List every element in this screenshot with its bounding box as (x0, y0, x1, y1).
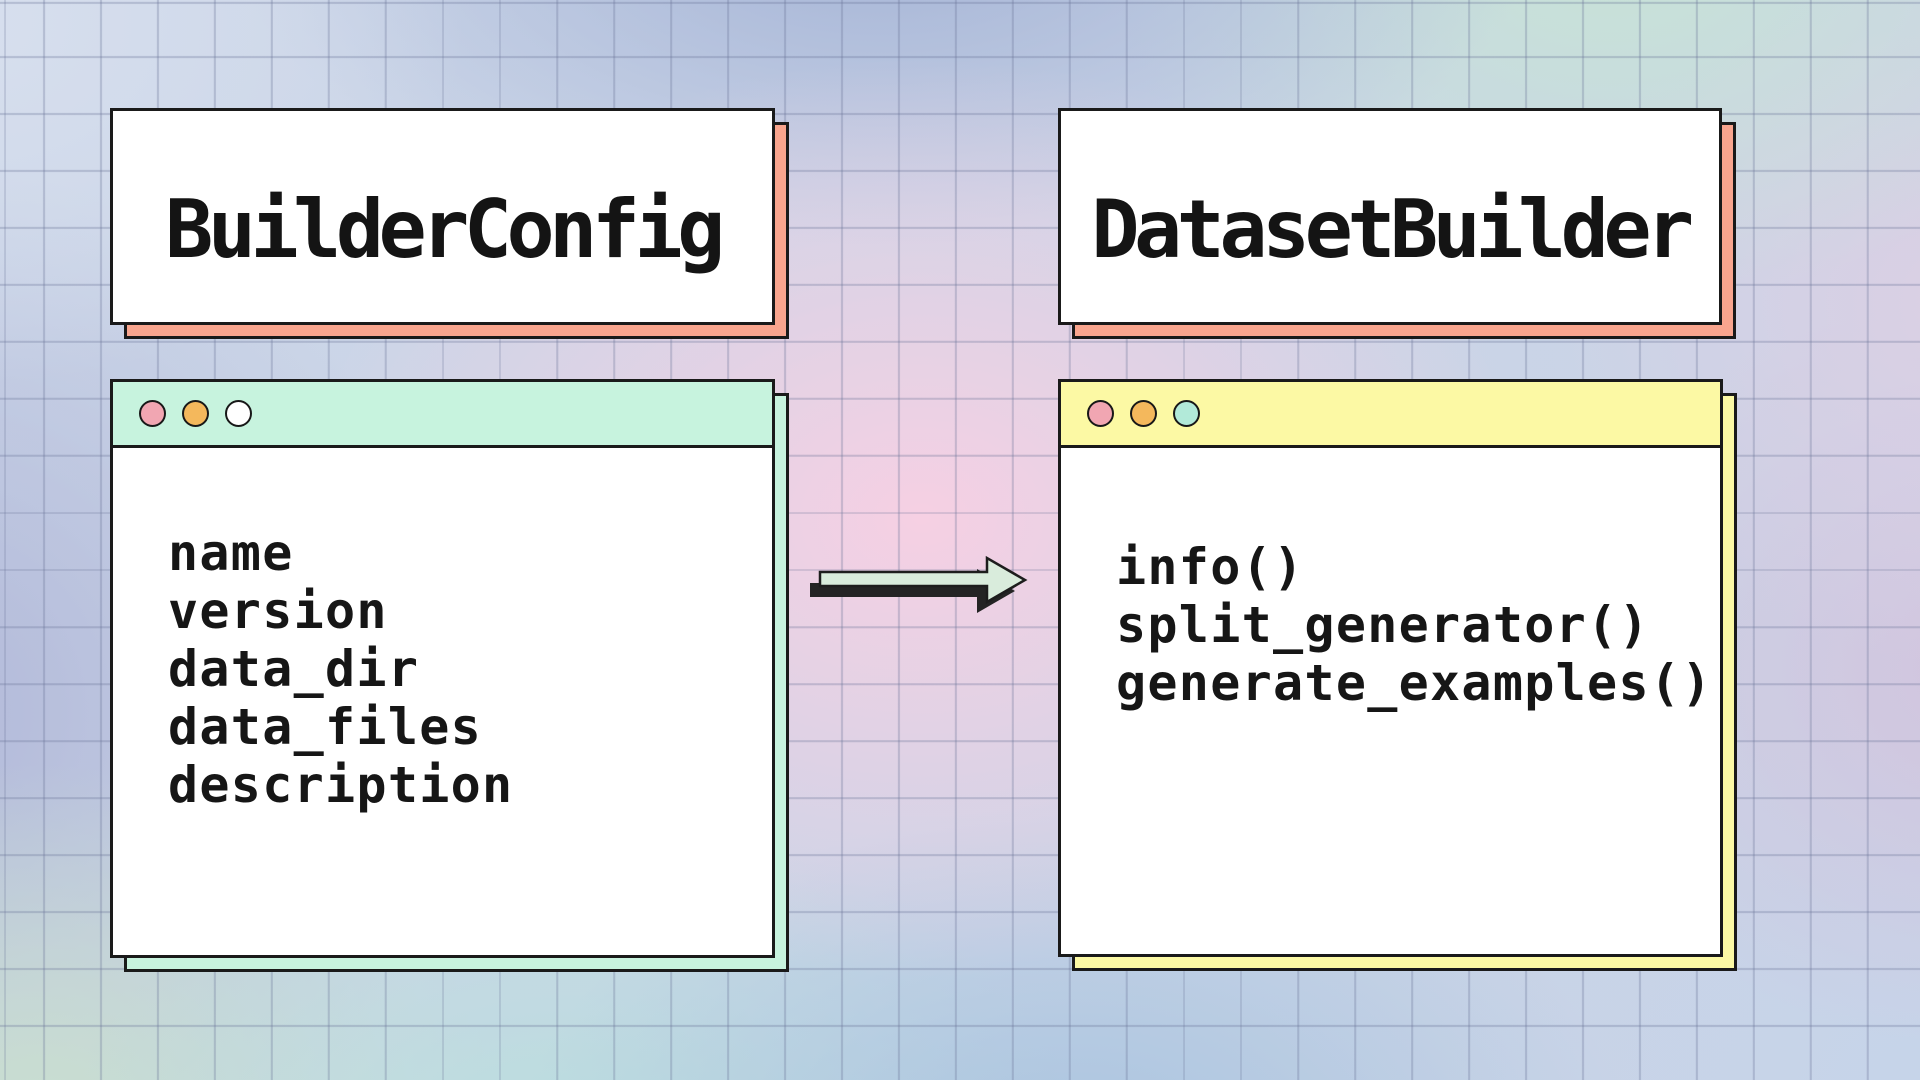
traffic-light-maximize-icon (1173, 400, 1200, 427)
right-arrow-icon (810, 555, 1028, 613)
traffic-light-maximize-icon (225, 400, 252, 427)
builderconfig-card: BuilderConfig (110, 108, 789, 339)
datasetbuilder-title: DatasetBuilder (1091, 183, 1694, 276)
field-row: description (168, 756, 514, 814)
traffic-light-close-icon (1087, 400, 1114, 427)
datasetbuilder-window-front: info()split_generator()generate_examples… (1058, 379, 1723, 957)
field-row: data_files (168, 698, 483, 756)
field-row: name (168, 524, 294, 582)
field-row: data_dir (168, 640, 420, 698)
builderconfig-window-titlebar (113, 382, 772, 448)
datasetbuilder-card-front: DatasetBuilder (1058, 108, 1722, 325)
datasetbuilder-window: info()split_generator()generate_examples… (1058, 379, 1737, 971)
method-row: info() (1116, 538, 1305, 596)
field-row: version (168, 582, 388, 640)
builderconfig-title: BuilderConfig (165, 183, 725, 276)
traffic-light-minimize-icon (1130, 400, 1157, 427)
datasetbuilder-card: DatasetBuilder (1058, 108, 1736, 339)
traffic-light-close-icon (139, 400, 166, 427)
method-row: split_generator() (1116, 596, 1650, 654)
datasetbuilder-methods-list: info()split_generator()generate_examples… (1061, 448, 1720, 954)
datasetbuilder-window-titlebar (1061, 382, 1720, 448)
builderconfig-card-front: BuilderConfig (110, 108, 775, 325)
traffic-light-minimize-icon (182, 400, 209, 427)
method-row: generate_examples() (1116, 654, 1713, 712)
